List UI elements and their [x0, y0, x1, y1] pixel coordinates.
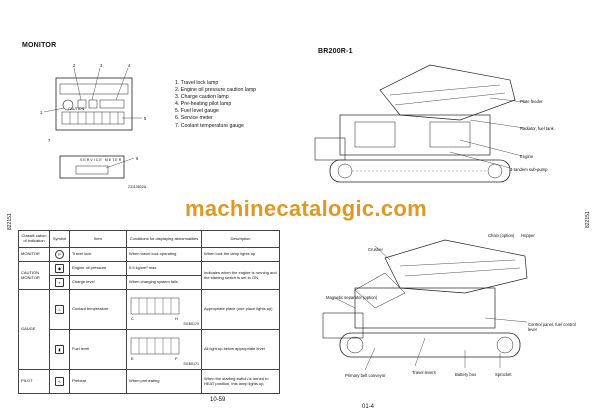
coolant-gauge-cell: C H SGB0170 — [126, 289, 202, 330]
callout-1: 1 — [40, 110, 43, 115]
travel-lock-icon: P — [55, 250, 64, 259]
section-title: MONITOR — [22, 42, 57, 49]
table-header: Item — [69, 230, 127, 248]
table-cell: Fuel level — [69, 329, 127, 370]
table-cell: 0.5 kg/cm² max. — [126, 261, 202, 276]
monitor-panel-diagram — [43, 67, 142, 179]
callout-7: 7 — [48, 138, 51, 143]
left-page-number: 10-59 — [210, 397, 226, 403]
gauge-letter-e: E — [131, 356, 134, 361]
battery-icon: ± — [55, 278, 64, 287]
label-plate-feeder: Plate feeder — [520, 99, 543, 104]
figure-code: 23110802A — [128, 185, 147, 189]
caution-panel-label: CAUTION — [68, 107, 85, 111]
gauge-code: SGB0170 — [183, 322, 199, 327]
label-sprocket: Sprocket — [495, 372, 512, 377]
fuel-icon: ▮ — [55, 345, 64, 354]
component-list: 1. Travel lock lamp 2. Engine oil pressu… — [175, 80, 256, 130]
right-side-code: 822151 — [585, 211, 591, 228]
table-cell: When lock the lamp lights up — [201, 247, 280, 262]
label-crusher: Crusher — [368, 247, 383, 252]
table-cell: When charging system fails — [126, 275, 202, 290]
callout-2: 2 — [73, 63, 76, 68]
oil-pressure-icon: ◆ — [55, 264, 64, 273]
table-row: MONITOR P Travel lock When travel lock o… — [18, 247, 280, 262]
table-header: Symbol — [49, 230, 70, 248]
table-header: Description — [201, 230, 280, 248]
label-primary-belt-conveyor: Primary belt conveyor — [345, 373, 386, 378]
machine-side-view-diagram — [314, 64, 525, 183]
list-item: 7. Coolant temperature gauge — [175, 122, 244, 129]
coolant-gauge-diagram: C H — [130, 297, 180, 321]
table-cell: PILOT — [18, 369, 50, 394]
callout-3: 3 — [100, 63, 103, 68]
gauge-letter-c: C — [131, 316, 134, 321]
list-item: 6. Service meter — [175, 115, 213, 122]
callout-5: 5 — [144, 116, 147, 121]
list-item: 4. Pre-heating pilot lamp — [175, 101, 232, 108]
list-item: 3. Charge caution lamp — [175, 94, 229, 101]
label-travel-levers: Travel levers — [412, 370, 436, 375]
table-header: Classifi-cation of indication — [18, 230, 50, 248]
table-cell: When preheating — [126, 369, 202, 394]
list-item: 1. Travel lock lamp — [175, 80, 219, 86]
table-row: ± Charge level When charging system fail… — [19, 275, 280, 290]
left-side-code: 822151 — [7, 213, 13, 230]
label-hopper: Hopper — [521, 233, 535, 238]
label-battery-box: Battery box — [455, 372, 477, 377]
table-cell: GAUGE — [18, 289, 50, 370]
table-cell: Charge level — [69, 275, 127, 290]
label-radiator-fuel-tank: Radiator, fuel tank — [520, 126, 554, 131]
table-cell: When the starting switch is turned to HE… — [201, 369, 280, 394]
table-cell: MONITOR — [18, 247, 50, 262]
label-magnetic-separator: Magnetic separator (option) — [326, 295, 378, 300]
table-row: CAUTION MONITOR ◆ Engine oil pressure 0.… — [18, 261, 280, 290]
table-cell: Coolant temperature — [69, 289, 127, 330]
gauge-code: SGB0171 — [183, 362, 199, 367]
monitor-spec-table: Classifi-cation of indication Symbol Ite… — [18, 230, 280, 394]
right-page-number: 01-4 — [362, 404, 375, 410]
table-cell: Indicates when the engine is running and… — [201, 261, 280, 290]
model-title: BR200R-1 — [318, 48, 353, 55]
fuel-gauge-diagram: E F — [130, 337, 180, 361]
table-cell: All light up below appropriate level — [201, 329, 280, 370]
table-cell: Travel lock — [69, 247, 127, 262]
table-cell: Appropriate place (one place lights up) — [201, 289, 280, 330]
service-meter-label: SERVICE METER — [80, 158, 123, 162]
label-sub-pump: 3-tandem sub-pump — [510, 167, 548, 172]
gauge-letter-f: F — [175, 356, 178, 361]
gauge-letter-h: H — [175, 316, 178, 321]
callout-6: 6 — [136, 156, 139, 161]
watermark: machinecatalogic.com — [185, 196, 427, 221]
fuel-gauge-cell: E F SGB0171 — [126, 329, 202, 370]
label-control-panel: Control panel, fuel control lever — [528, 322, 576, 332]
table-row: PILOT ∿ Preheat When preheating When the… — [18, 369, 280, 394]
table-row: GAUGE ♨ Coolant temperature C H SGB0170 … — [18, 289, 280, 370]
table-cell: Engine oil pressure — [69, 261, 127, 276]
list-item: 5. Fuel level gauge — [175, 108, 219, 115]
table-row: ▮ Fuel level E F SGB0171 All light up be… — [19, 329, 280, 370]
thermometer-icon: ♨ — [55, 305, 64, 314]
table-header: Conditions for displaying abnormalities — [126, 230, 202, 248]
preheat-icon: ∿ — [55, 377, 64, 386]
label-engine: Engine — [520, 154, 534, 159]
table-cell: Preheat — [69, 369, 127, 394]
callout-4: 4 — [128, 63, 131, 68]
label-chain: Chain (option) — [488, 233, 515, 238]
table-cell: CAUTION MONITOR — [18, 261, 50, 290]
table-cell: When travel lock operating — [126, 247, 202, 262]
machine-perspective-diagram — [322, 239, 528, 371]
list-item: 2. Engine oil pressure caution lamp — [175, 87, 257, 94]
